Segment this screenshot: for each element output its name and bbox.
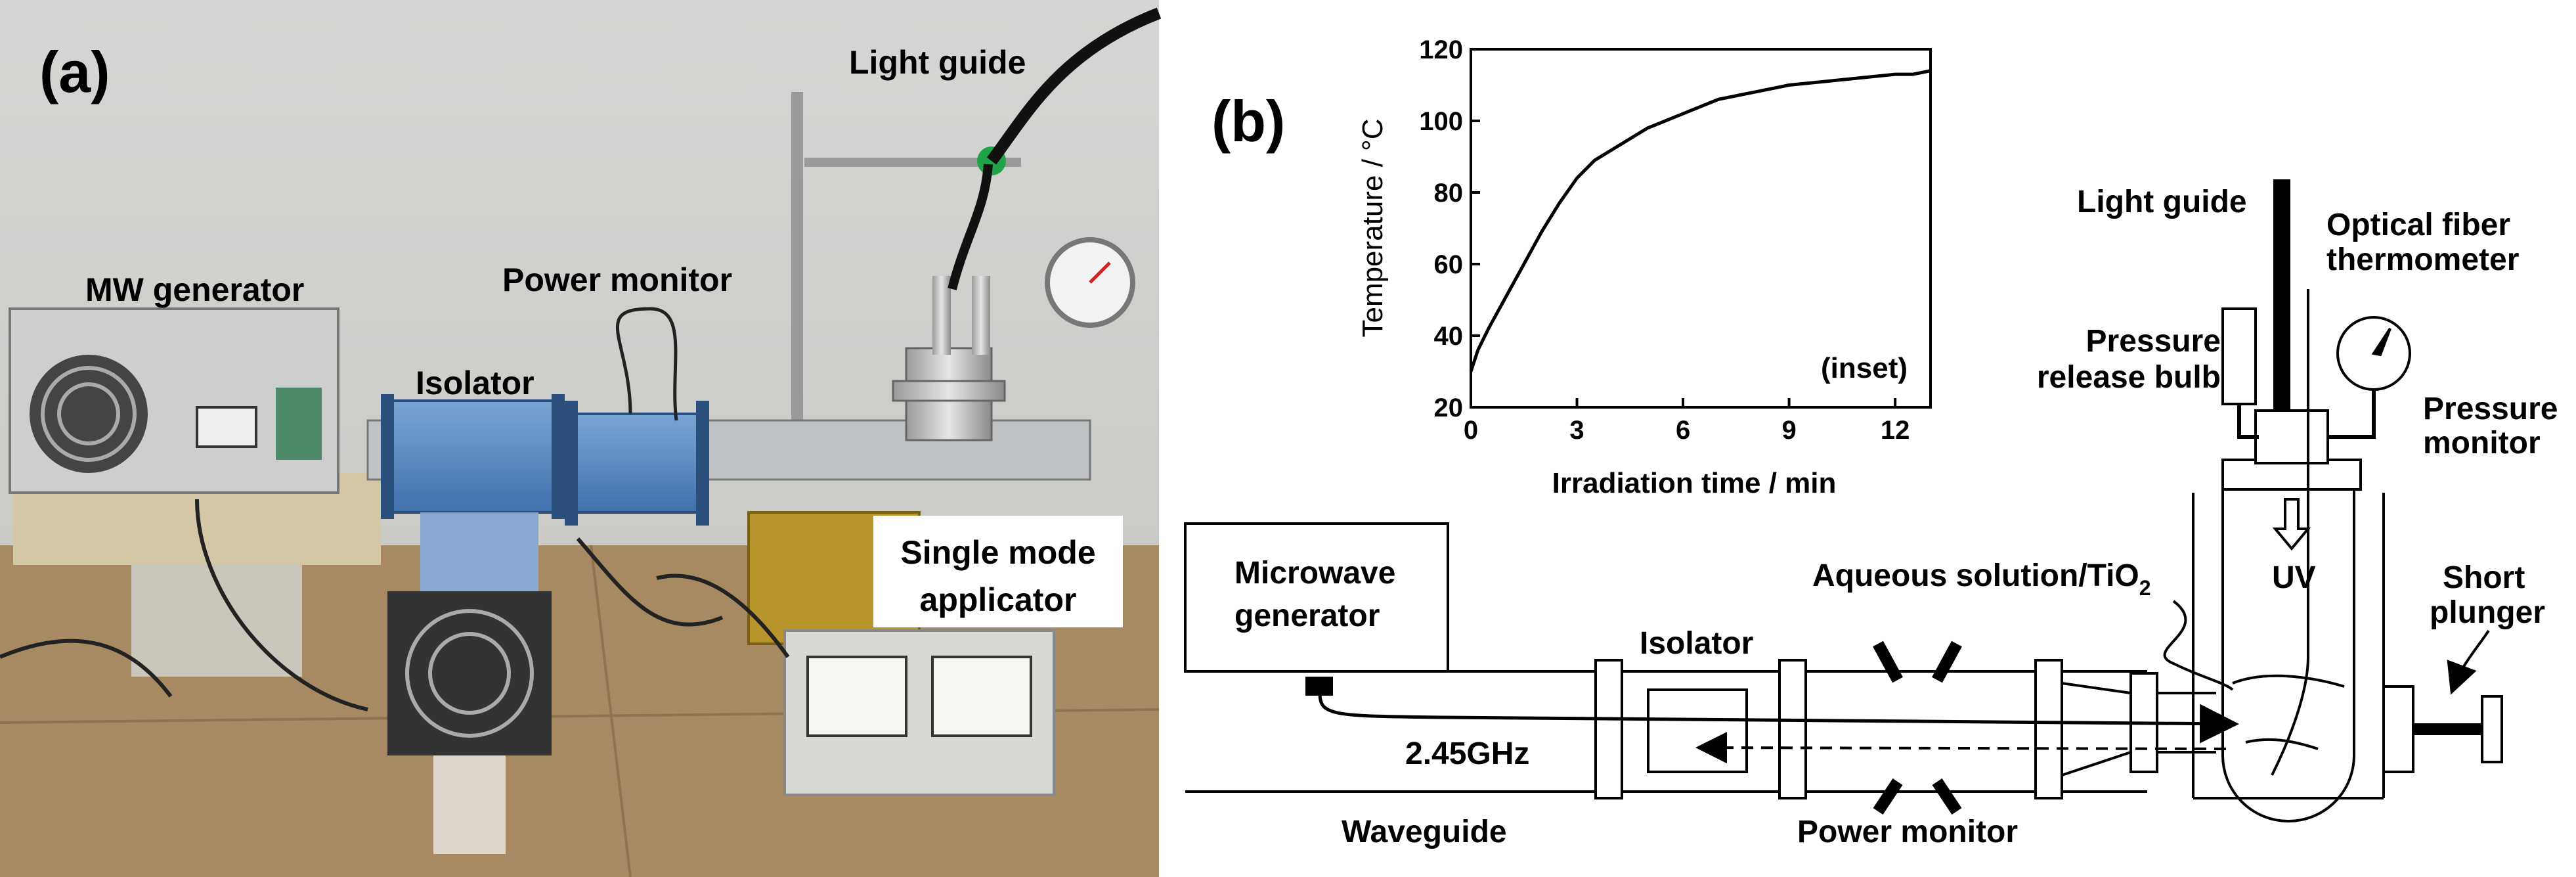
label-pressure-release-line1: Pressure — [2086, 324, 2221, 359]
x-tick-label: 3 — [1569, 416, 1584, 445]
taper-line — [2061, 682, 2131, 694]
label-light-guide: Light guide — [2077, 185, 2247, 219]
panel-a-photo: (a) Light guide MW generator Power monit… — [0, 0, 1162, 877]
photo-power-monitor — [565, 307, 709, 526]
power-monitor-probe — [1932, 641, 1962, 683]
photo-cable — [576, 537, 724, 627]
label-pressure-release-line2: release bulb — [2037, 360, 2221, 395]
chart-x-axis-label: Irradiation time / min — [1552, 467, 1837, 499]
chart-series-points — [1470, 70, 1931, 372]
photo-label-applicator-line1: Single mode — [900, 534, 1095, 571]
stir-bar — [2245, 738, 2319, 750]
label-pressure-monitor-line2: monitor — [2423, 426, 2541, 461]
forward-wave-arrow — [1318, 692, 2239, 744]
photo-label-mw-generator: MW generator — [85, 271, 304, 308]
y-tick-label: 40 — [1434, 322, 1464, 351]
y-tick-label: 80 — [1434, 179, 1464, 208]
short-plunger-knob — [2481, 695, 2503, 763]
label-optical-fiber-line2: thermometer — [2326, 242, 2519, 277]
label-pressure-monitor-line1: Pressure — [2423, 392, 2558, 426]
photo-label-isolator: Isolator — [416, 365, 535, 401]
photo-isolator — [381, 394, 565, 519]
label-aqueous-solution: Aqueous solution/TiO2 — [1812, 558, 2151, 600]
y-tick-label: 120 — [1419, 35, 1463, 64]
schematic-microwave-generator — [1184, 522, 1449, 673]
gauge-needle — [2371, 327, 2391, 357]
photo-fan-unit — [387, 512, 552, 854]
aqueous-pointer — [2163, 600, 2234, 691]
photo-light-guide-cable — [948, 164, 993, 290]
uv-arrow — [2272, 498, 2311, 551]
label-microwave-generator-line1: Microwave — [1234, 556, 1395, 591]
taper-line — [2061, 751, 2131, 776]
flange — [1778, 659, 1807, 799]
photo-cable — [0, 639, 173, 698]
label-optical-fiber-line1: Optical fiber — [2326, 208, 2510, 242]
photo-mw-generator — [9, 307, 339, 494]
gauge-pipe — [2328, 390, 2376, 439]
photo-cable — [195, 499, 368, 711]
power-monitor-probe — [1873, 641, 1903, 683]
x-axis-ticks: 0 3 6 9 12 — [1464, 398, 1910, 445]
reflected-wave-arrow — [1695, 732, 2227, 764]
photo-label-light-guide: Light guide — [849, 44, 1026, 81]
liquid-surface — [2232, 674, 2345, 688]
label-short-plunger-line2: plunger — [2430, 595, 2545, 630]
inset-chart: 20 40 60 80 100 120 0 3 6 9 12 (inset) Irradiatio… — [1357, 35, 1932, 499]
stand-rod — [791, 92, 803, 447]
schematic-light-guide — [2273, 179, 2290, 412]
short-plunger-flange — [2382, 685, 2414, 773]
photo-light-guide-cable — [986, 7, 1162, 165]
label-short-plunger-line1: Short — [2443, 560, 2525, 595]
flange — [1594, 659, 1623, 799]
photo-label-power-monitor: Power monitor — [502, 261, 732, 298]
y-tick-label: 20 — [1434, 394, 1464, 422]
label-uv: UV — [2272, 560, 2316, 595]
panel-a-label: (a) — [39, 39, 110, 104]
photo-reactor — [892, 146, 1135, 441]
optical-fiber — [2271, 289, 2309, 776]
photo-label-applicator-line2: applicator — [920, 581, 1077, 618]
panel-b-label: (b) — [1212, 89, 1285, 154]
vessel-cap — [2254, 409, 2329, 464]
y-tick-label: 60 — [1434, 250, 1464, 279]
chart-series-line — [1469, 69, 1931, 372]
flange — [2034, 659, 2063, 799]
photo-cable — [656, 573, 790, 658]
chart-inset-tag: (inset) — [1821, 352, 1908, 384]
stand-arm — [804, 158, 1021, 167]
panel-b-schematic: (b) Microwave generator Isolator Power m… — [1184, 89, 2558, 849]
pressure-release-bulb — [2221, 307, 2257, 405]
power-monitor-probe — [1932, 778, 1962, 815]
cardboard-seam — [590, 545, 632, 877]
x-tick-label: 9 — [1781, 416, 1796, 445]
chart-plot-frame — [1470, 48, 1932, 409]
label-power-monitor: Power monitor — [1797, 815, 2018, 849]
x-tick-label: 12 — [1881, 416, 1910, 445]
label-waveguide: Waveguide — [1342, 815, 1507, 849]
schematic-isolator — [1647, 688, 1748, 773]
y-axis-ticks: 20 40 60 80 100 120 — [1419, 35, 1480, 422]
label-frequency: 2.45GHz — [1405, 736, 1529, 771]
label-isolator: Isolator — [1640, 626, 1753, 661]
antenna — [1305, 677, 1333, 696]
applicator-label-box — [873, 516, 1123, 627]
short-plunger-pointer — [2447, 629, 2490, 695]
y-tick-label: 100 — [1419, 107, 1463, 136]
x-tick-label: 6 — [1676, 416, 1690, 445]
photo-meter-box — [783, 629, 1055, 796]
power-monitor-probe — [1873, 778, 1903, 815]
bulb-pipe — [2237, 404, 2259, 439]
x-tick-label: 0 — [1464, 416, 1478, 445]
chart-y-axis-label: Temperature / °C — [1357, 118, 1389, 337]
label-microwave-generator-line2: generator — [1234, 598, 1380, 633]
reaction-tube — [2221, 489, 2355, 822]
